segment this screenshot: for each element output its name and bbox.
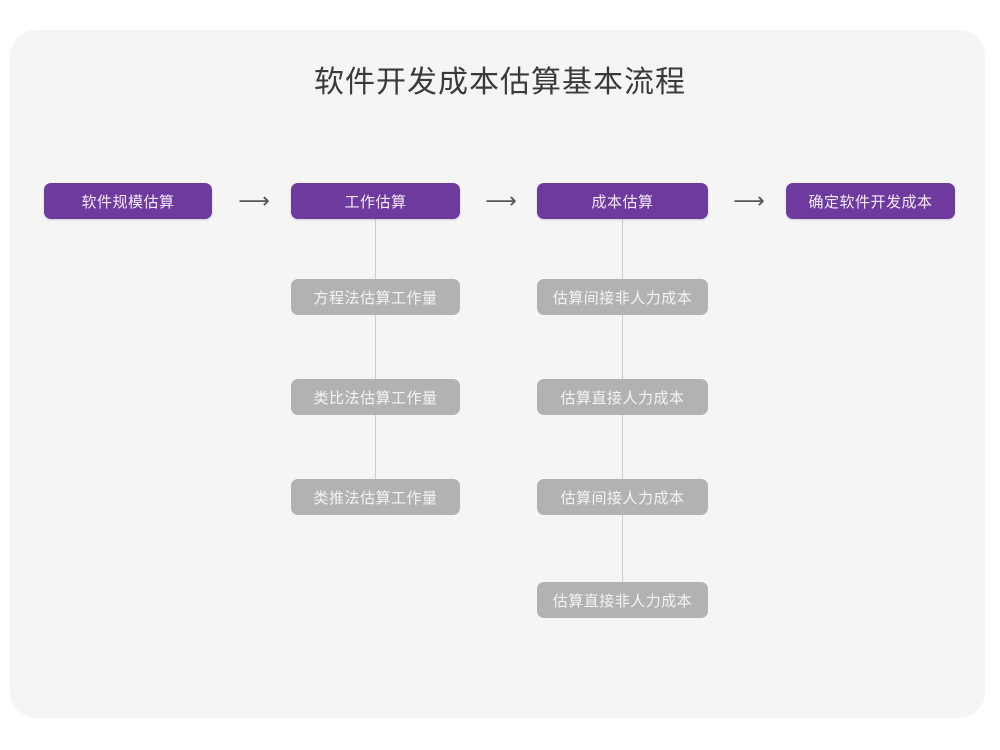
- flow-arrow-2-icon: ⟶: [477, 189, 525, 213]
- flow-node-cost-estimation[interactable]: 成本估算: [537, 183, 708, 219]
- cost-branch-item-label: 估算直接人力成本: [560, 389, 685, 407]
- cost-branch-item-label: 估算间接人力成本: [560, 489, 685, 507]
- work-branch-item-inference-method[interactable]: 类推法估算工作量: [291, 479, 460, 515]
- cost-branch-item-direct-labor[interactable]: 估算直接人力成本: [537, 379, 708, 415]
- cost-branch-item-label: 估算间接非人力成本: [552, 289, 693, 307]
- work-branch-item-label: 类比法估算工作量: [313, 389, 438, 407]
- flow-node-label: 成本估算: [591, 193, 654, 211]
- arrow-glyph: ⟶: [485, 188, 517, 213]
- connector-work-branch: [375, 218, 376, 500]
- cost-branch-item-direct-nonlabor[interactable]: 估算直接非人力成本: [537, 582, 708, 618]
- flow-node-label: 工作估算: [344, 193, 407, 211]
- work-branch-item-label: 方程法估算工作量: [313, 289, 438, 307]
- arrow-glyph: ⟶: [733, 188, 765, 213]
- work-branch-item-label: 类推法估算工作量: [313, 489, 438, 507]
- work-branch-item-equation-method[interactable]: 方程法估算工作量: [291, 279, 460, 315]
- cost-branch-item-indirect-labor[interactable]: 估算间接人力成本: [537, 479, 708, 515]
- flow-node-label: 确定软件开发成本: [808, 193, 933, 211]
- cost-branch-item-indirect-nonlabor[interactable]: 估算间接非人力成本: [537, 279, 708, 315]
- flow-node-software-scale-estimation[interactable]: 软件规模估算: [44, 183, 212, 219]
- work-branch-item-analogy-method[interactable]: 类比法估算工作量: [291, 379, 460, 415]
- arrow-glyph: ⟶: [238, 188, 270, 213]
- page-title: 软件开发成本估算基本流程: [314, 66, 686, 99]
- flow-node-label: 软件规模估算: [81, 193, 175, 211]
- flow-arrow-3-icon: ⟶: [725, 189, 773, 213]
- flow-node-work-estimation[interactable]: 工作估算: [291, 183, 460, 219]
- cost-branch-item-label: 估算直接非人力成本: [552, 592, 693, 610]
- diagram-canvas: [10, 30, 985, 718]
- flow-arrow-1-icon: ⟶: [230, 189, 278, 213]
- flow-node-determine-development-cost[interactable]: 确定软件开发成本: [786, 183, 955, 219]
